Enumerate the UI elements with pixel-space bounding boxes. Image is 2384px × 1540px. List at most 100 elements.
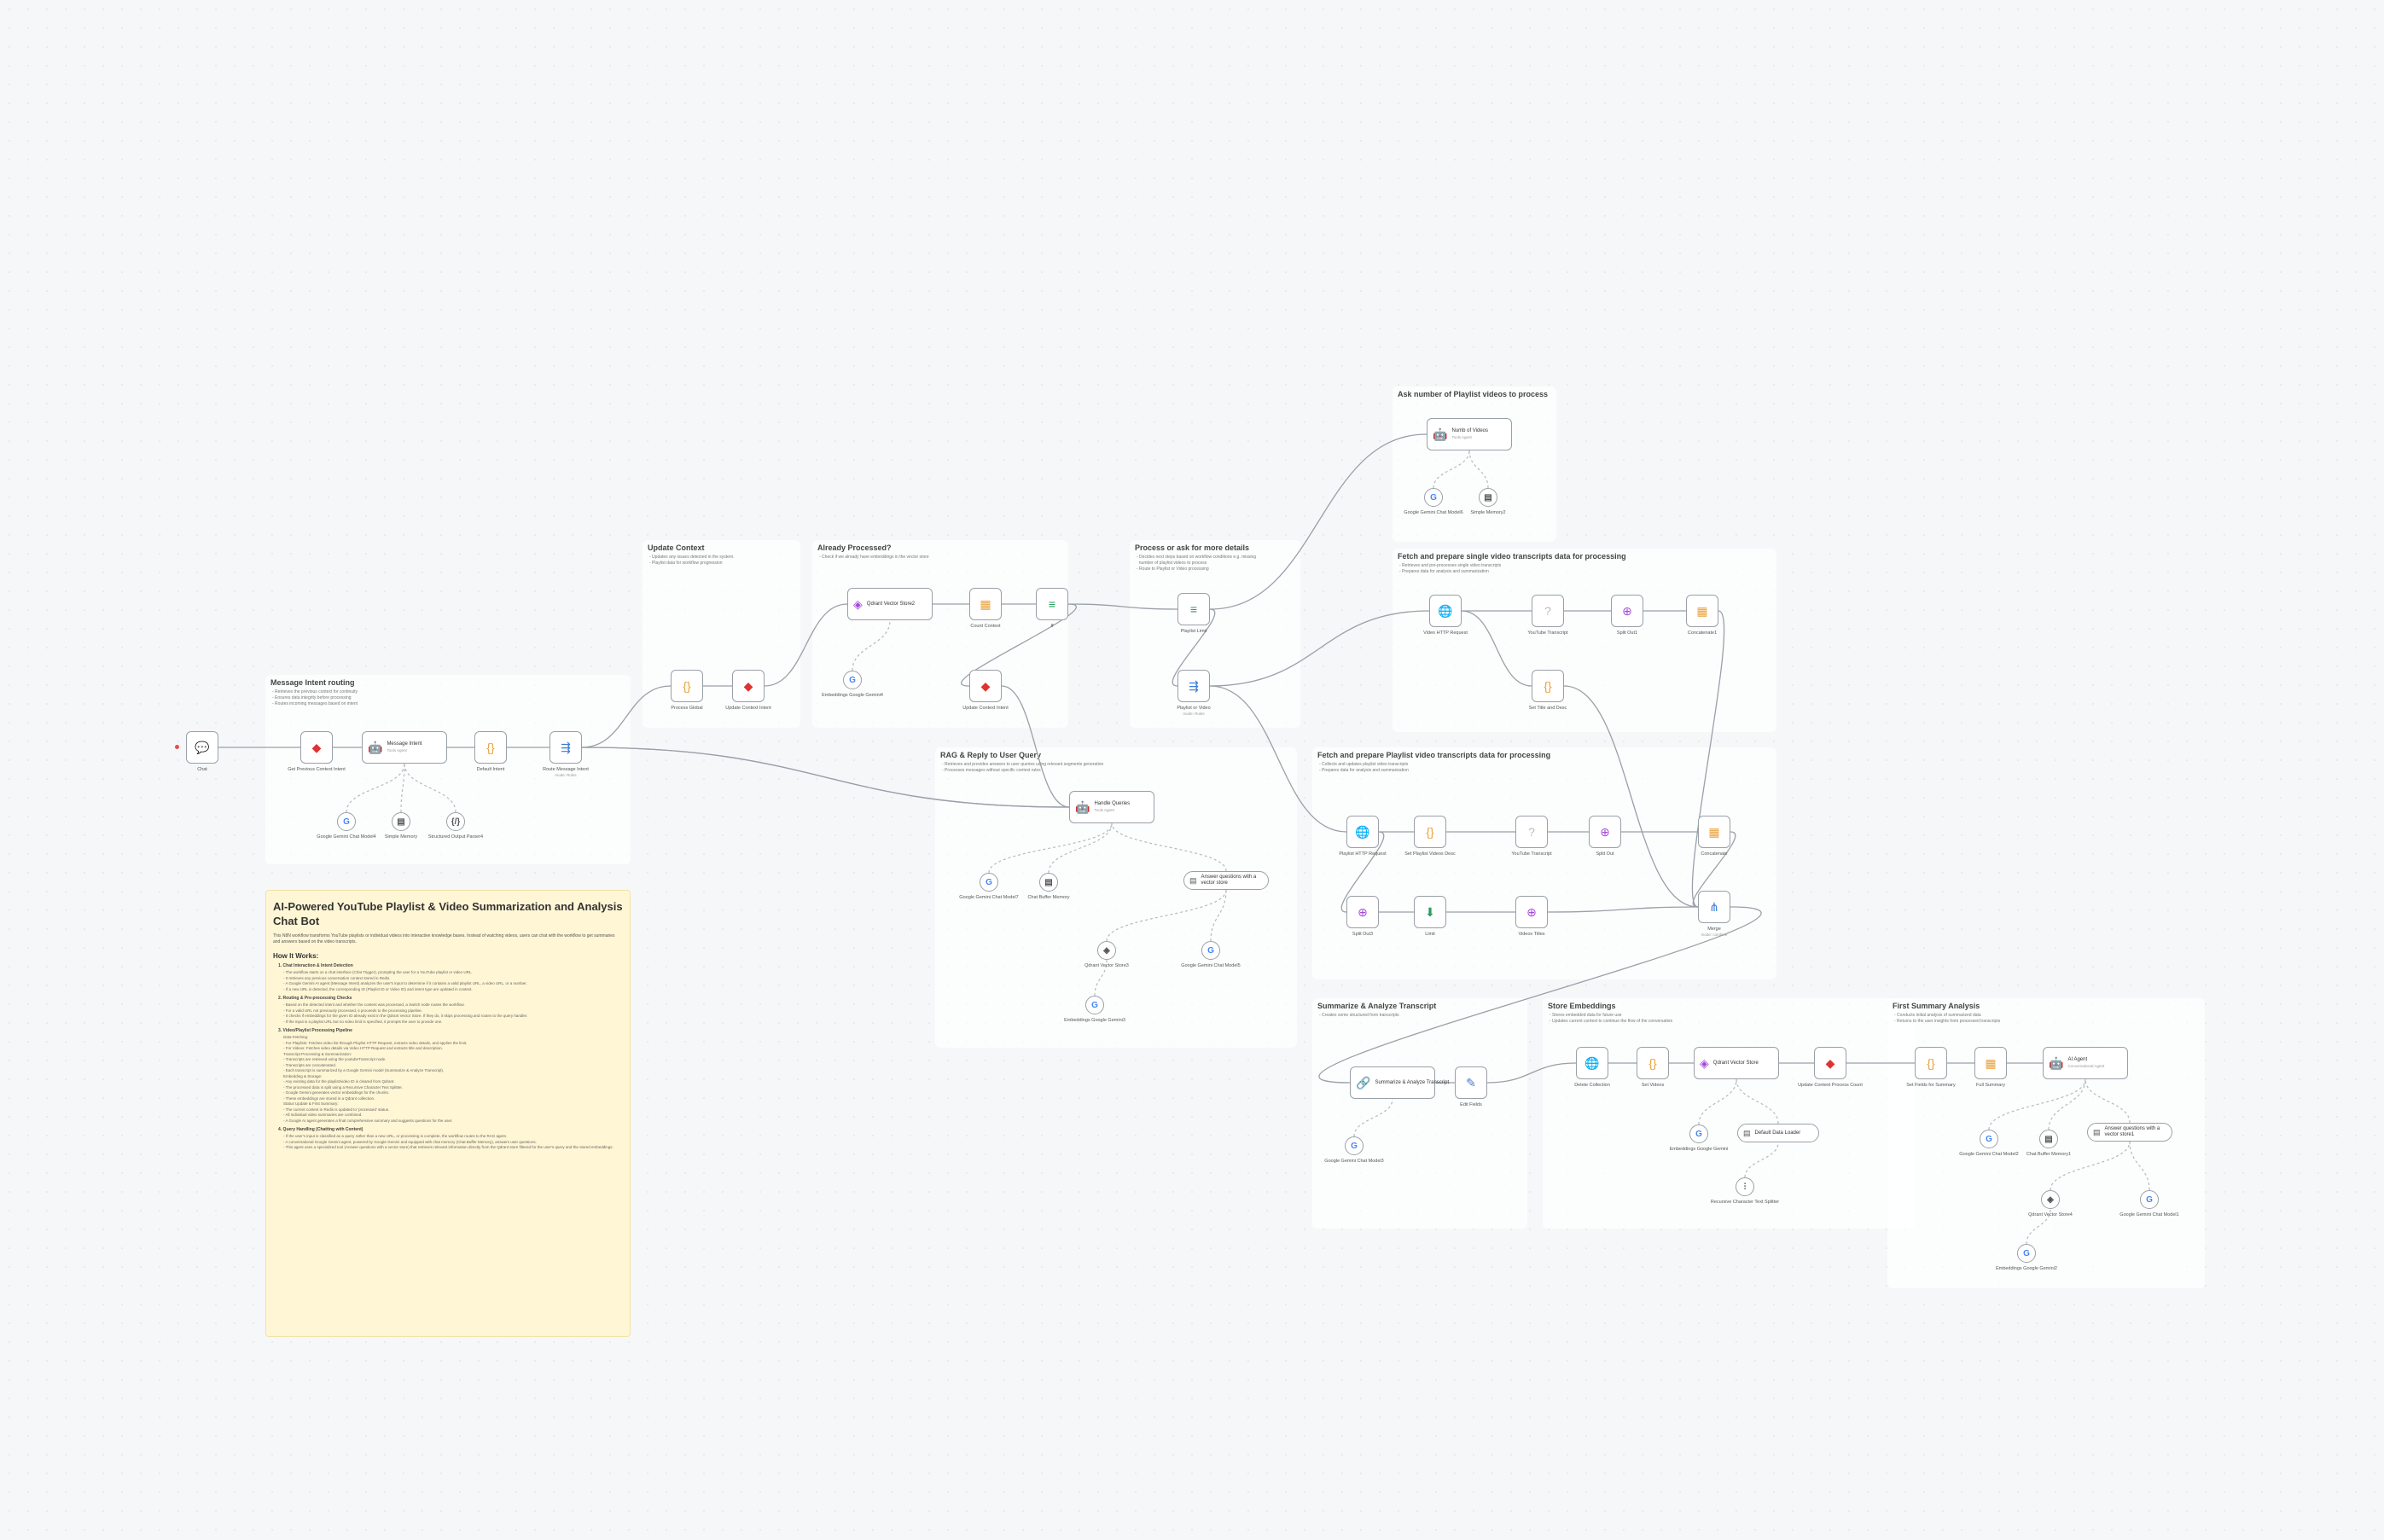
note-sections: 1. Chat Interaction & Intent Detection- …: [273, 963, 623, 1151]
sticky-note[interactable]: AI-Powered YouTube Playlist & Video Summ…: [265, 890, 631, 1337]
node-n-setvideos[interactable]: {}: [1637, 1047, 1669, 1079]
subnode-s-emb4[interactable]: G: [2017, 1244, 2036, 1263]
note-how-heading: How It Works:: [273, 952, 319, 960]
subnode-icon: ⫶: [1743, 1182, 1747, 1192]
subnode-s-struct[interactable]: {/}: [446, 812, 465, 831]
node-n-updctxproc[interactable]: ◆: [1814, 1047, 1846, 1079]
node-sublabel: Conversational Agent: [2067, 1064, 2105, 1068]
subnode-caption: Recursive Character Text Splitter: [1710, 1200, 1780, 1205]
subnode-s-rcts[interactable]: ⫶: [1736, 1177, 1754, 1196]
node-icon: 🤖: [2049, 1056, 2064, 1070]
node-n-videotitle[interactable]: ⊕: [1515, 896, 1548, 928]
subnode-caption: Chat Buffer Memory: [1027, 895, 1070, 900]
subnode-s-qv3[interactable]: ◈: [1097, 941, 1116, 960]
node-n-split1[interactable]: ⊕: [1611, 595, 1643, 627]
subnode-s-gemini6[interactable]: G: [1980, 1130, 1998, 1148]
node-caption: Split Out1: [1616, 631, 1638, 636]
node-n-splitout[interactable]: ⊕: [1589, 816, 1621, 848]
subnode-s-mem1[interactable]: ▤: [392, 812, 410, 831]
node-icon: ▦: [1696, 604, 1708, 618]
node-icon: ◆: [311, 741, 322, 754]
group-description: - Retrieves and provides answers to user…: [942, 762, 1104, 773]
node-n-editfields[interactable]: ✎: [1455, 1066, 1487, 1099]
node-n-ytt1[interactable]: ?: [1532, 595, 1564, 627]
subnode-s-emb2[interactable]: G: [1085, 996, 1104, 1014]
node-n-fullsumm[interactable]: ▦: [1974, 1047, 2007, 1079]
node-n-setplvid[interactable]: {}: [1414, 816, 1446, 848]
pill-p-docloader[interactable]: ▤Default Data Loader: [1737, 1124, 1819, 1142]
node-n-default[interactable]: {}: [474, 731, 507, 764]
node-n-count[interactable]: ▦: [969, 588, 1002, 620]
pill-label: Answer questions with a vector store1: [2104, 1126, 2160, 1137]
node-n-settitle[interactable]: {}: [1532, 670, 1564, 702]
note-line: - For a valid URL not previously process…: [283, 1008, 422, 1013]
node-n-summarize[interactable]: 🔗Summarize & Analyze Transcript: [1350, 1066, 1449, 1099]
note-line: - For Videos: Fetches video details via …: [283, 1046, 443, 1050]
node-n-ytt2[interactable]: ?: [1515, 816, 1548, 848]
node-n-updctx[interactable]: ◆: [732, 670, 765, 702]
node-n-qstore[interactable]: ◈Qdrant Vector Store: [1694, 1047, 1779, 1079]
group-g-update[interactable]: Update Context- Updates any issues detec…: [643, 540, 800, 728]
subnode-s-gemini2[interactable]: G: [1424, 488, 1443, 507]
pill-p-answer2[interactable]: ▤Answer questions with a vector store1: [2087, 1123, 2172, 1142]
trigger-indicator: [175, 745, 179, 749]
subnode-s-gemini3[interactable]: G: [980, 873, 998, 892]
node-caption: If: [1050, 624, 1054, 629]
group-g-fetch2[interactable]: Fetch and prepare Playlist video transcr…: [1312, 747, 1776, 979]
subnode-s-emb1[interactable]: G: [843, 671, 862, 689]
note-line: - Any existing data for the playlist/vid…: [283, 1079, 395, 1084]
node-icon: 🔗: [1356, 1076, 1371, 1090]
group-description: - Check if we already have embeddings in…: [819, 555, 929, 560]
node-n-if[interactable]: ≡: [1036, 588, 1068, 620]
node-n-route[interactable]: ⇶: [549, 731, 582, 764]
pill-label: Default Data Loader: [1754, 1130, 1801, 1136]
node-n-playlistlimit[interactable]: ≡: [1177, 593, 1210, 625]
group-g-already[interactable]: Already Processed?- Check if we already …: [812, 540, 1068, 728]
node-n-videohttp[interactable]: 🌐: [1429, 595, 1462, 627]
subnode-s-gemini7[interactable]: G: [2140, 1190, 2159, 1209]
subnode-s-gemini4[interactable]: G: [1201, 941, 1220, 960]
subnode-s-mem3[interactable]: ▤: [1039, 873, 1058, 892]
node-n-split3[interactable]: ⊕: [1346, 896, 1379, 928]
group-g-ask[interactable]: Ask number of Playlist videos to process: [1393, 386, 1556, 542]
note-line: Status Update & First Summary:: [283, 1101, 339, 1106]
node-icon: ⊕: [1600, 825, 1610, 839]
node-n-setfields[interactable]: {}: [1915, 1047, 1947, 1079]
node-n-plhttp[interactable]: 🌐: [1346, 816, 1379, 848]
group-g-summ[interactable]: Summarize & Analyze Transcript- Creates …: [1312, 998, 1527, 1229]
node-n-updctx2[interactable]: ◆: [969, 670, 1002, 702]
group-g-fetch1[interactable]: Fetch and prepare single video transcrip…: [1393, 549, 1776, 732]
node-n-qvector[interactable]: ◈Qdrant Vector Store2: [847, 588, 933, 620]
group-title: Fetch and prepare Playlist video transcr…: [1317, 751, 1551, 759]
node-n-process[interactable]: {}: [671, 670, 703, 702]
node-n-merge[interactable]: ⋔: [1698, 891, 1730, 923]
subnode-s-qv4[interactable]: ◈: [2041, 1190, 2060, 1209]
node-caption: Concatenate: [1701, 851, 1728, 857]
node-n-getprev[interactable]: ◆: [300, 731, 333, 764]
subnode-s-emb3[interactable]: G: [1689, 1124, 1708, 1143]
node-n-concat1[interactable]: ▦: [1686, 595, 1718, 627]
subnode-s-mem4[interactable]: ▤: [2039, 1130, 2058, 1148]
node-n-concat[interactable]: ▦: [1698, 816, 1730, 848]
subnode-s-mem2[interactable]: ▤: [1479, 488, 1497, 507]
node-caption: YouTube Transcript: [1527, 631, 1568, 636]
group-g-store[interactable]: Store Embeddings- Stores embedded data f…: [1543, 998, 1915, 1229]
node-caption: YouTube Transcript: [1511, 851, 1552, 857]
subnode-s-gemini1[interactable]: G: [337, 812, 356, 831]
subnode-s-gemini5[interactable]: G: [1345, 1136, 1364, 1155]
node-n-playlistvideo[interactable]: ⇶: [1177, 670, 1210, 702]
note-line: - The workflow starts on a chat interfac…: [283, 970, 473, 974]
node-sublabel: Tools Agent: [1094, 808, 1114, 812]
node-n-limit[interactable]: ⬇: [1414, 896, 1446, 928]
node-n-delcoll[interactable]: 🌐: [1576, 1047, 1608, 1079]
node-sublabel: Tools Agent: [387, 748, 407, 753]
node-n-chat[interactable]: 💬: [186, 731, 218, 764]
pill-p-answer1[interactable]: ▤Answer questions with a vector store: [1183, 871, 1269, 890]
